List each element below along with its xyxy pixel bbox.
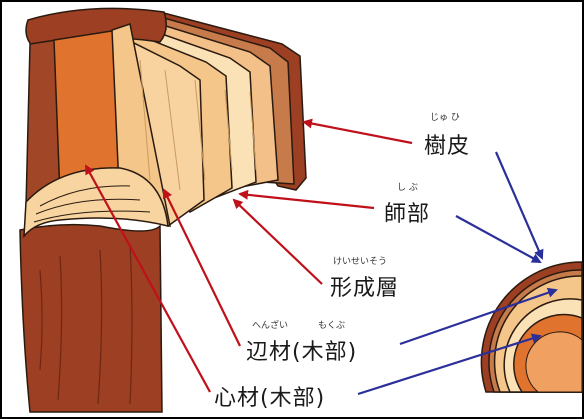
pointer-phloem-section	[455, 215, 542, 263]
blue-pointer-lines	[357, 151, 558, 396]
pointer-bark	[302, 118, 413, 145]
phloem-label: 師部	[384, 202, 431, 227]
cross-section-wedge	[480, 261, 583, 393]
pointer-sapwood	[163, 188, 241, 347]
cambium-label: 形成層	[330, 276, 400, 301]
red-pointer-lines	[85, 118, 413, 393]
pointer-phloem	[238, 189, 375, 210]
bark-label: 樹皮	[424, 134, 471, 159]
pointer-sapwood-section	[399, 287, 558, 346]
pointer-bark-section	[494, 151, 544, 260]
phloem-reading: し ぶ	[397, 183, 418, 193]
cambium-reading: けいせいそう	[333, 257, 388, 267]
heartwood-label: 心材(木部)	[214, 386, 326, 411]
pointer-heartwood-section	[357, 333, 542, 396]
pointer-cambium	[232, 198, 323, 285]
sapwood-label: 辺材(木部)	[246, 340, 358, 365]
ring-band	[23, 167, 169, 239]
sapwood-reading-2: もくぶ	[318, 321, 346, 331]
bark-reading: じゅ ひ	[430, 113, 460, 123]
trunk-illustration	[19, 7, 307, 413]
pointer-heartwood	[85, 164, 211, 393]
sapwood-reading-1: へんざい	[252, 321, 289, 331]
trunk-base-bark	[19, 223, 163, 413]
